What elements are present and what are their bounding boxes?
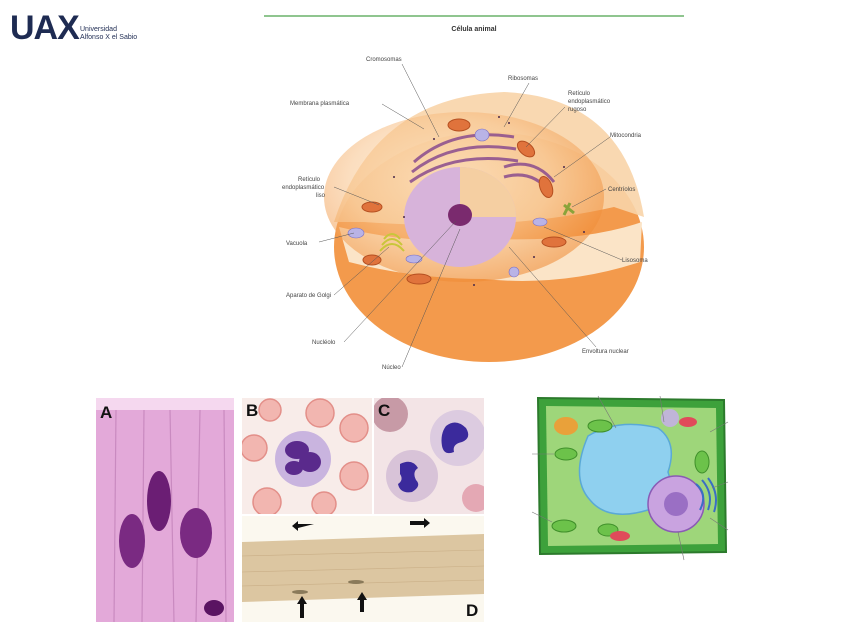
mitochondria bbox=[361, 118, 567, 285]
logo-line-1: Universidad bbox=[80, 26, 117, 33]
label-golgi: Aparato de Golgi bbox=[286, 293, 331, 299]
micrograph-b-label: B bbox=[246, 401, 258, 420]
plant-cell-svg bbox=[531, 395, 729, 561]
golgi bbox=[379, 233, 405, 252]
micrograph-c: C bbox=[372, 396, 490, 514]
label-nucleo: Núcleo bbox=[382, 365, 401, 371]
micrograph-a: A bbox=[96, 398, 234, 623]
micrograph-b: B bbox=[240, 398, 372, 517]
label-cromosomas: Cromosomas bbox=[366, 57, 402, 63]
label-centriolos: Centríolos bbox=[608, 187, 635, 193]
micrograph-a-label: A bbox=[100, 403, 112, 422]
label-envoltura: Envoltura nuclear bbox=[582, 349, 629, 355]
label-ribosomas: Ribosomas bbox=[508, 76, 538, 82]
animal-cell-svg: Célula animal bbox=[282, 26, 648, 371]
micrograph-b-svg: B bbox=[240, 398, 372, 517]
nucleolus bbox=[448, 204, 472, 226]
label-rer-2: endoplasmático bbox=[568, 99, 611, 105]
label-lisosoma: Lisosoma bbox=[622, 258, 648, 264]
label-rel-3: liso bbox=[316, 193, 326, 199]
centrioles bbox=[562, 202, 575, 216]
plant-cell-diagram bbox=[528, 392, 734, 562]
micrograph-d: D bbox=[241, 516, 485, 622]
uax-logo: UAX bbox=[10, 9, 80, 47]
label-membrana: Membrana plasmática bbox=[290, 101, 350, 107]
arrows bbox=[292, 518, 430, 618]
uax-logo-text: Universidad Alfonso X el Sabio bbox=[80, 26, 137, 42]
diagram-top-rule bbox=[264, 15, 684, 17]
label-mitocondria: Mitocondria bbox=[610, 133, 642, 139]
micrograph-c-svg: C bbox=[372, 396, 490, 514]
label-rel-2: endoplasmático bbox=[282, 185, 325, 191]
micrograph-d-svg: D bbox=[241, 516, 485, 622]
label-rer-1: Retículo bbox=[568, 91, 591, 97]
label-vacuola: Vacuola bbox=[286, 241, 308, 247]
label-rer-3: rugoso bbox=[568, 107, 587, 113]
label-nucleolo: Nucléolo bbox=[312, 340, 336, 346]
micrograph-d-label: D bbox=[466, 601, 478, 620]
logo-line-2: Alfonso X el Sabio bbox=[80, 34, 138, 41]
micrograph-c-label: C bbox=[378, 401, 390, 420]
diagram-title: Célula animal bbox=[451, 26, 496, 33]
animal-cell-diagram: Célula animal bbox=[264, 15, 684, 395]
micrograph-a-svg: A bbox=[96, 398, 234, 623]
label-rel-1: Retículo bbox=[298, 177, 321, 183]
leader-lines bbox=[318, 63, 623, 368]
